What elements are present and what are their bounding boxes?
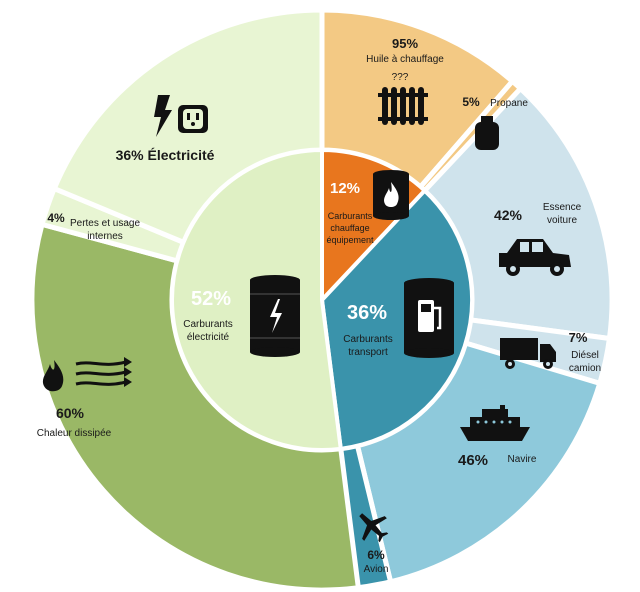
ship-name: Navire (508, 454, 537, 465)
truck-name-line1: Diésel (571, 350, 599, 361)
heat-name: Chaleur dissipée (37, 428, 112, 439)
inner-electric-percent: 52% (191, 288, 231, 310)
ship-icon (460, 405, 530, 441)
car-name-line1: Essence (543, 202, 582, 213)
inner-electric-name-line2: électricité (187, 332, 230, 343)
fuel-flame-barrel-icon (373, 170, 409, 220)
losses-name-line1: Pertes et usage (70, 218, 140, 229)
bolt-outlet-icon (154, 95, 208, 137)
car-icon (499, 239, 571, 276)
inner-transport-percent: 36% (347, 302, 387, 324)
fuel-pump-barrel-icon (404, 278, 454, 358)
truck-percent: 7% (569, 330, 588, 345)
question-marks: ??? (392, 72, 409, 83)
losses-name-line2: internes (87, 231, 123, 242)
truck-icon (500, 338, 556, 369)
car-percent: 42% (494, 207, 523, 223)
inner-electric-name-line1: Carburants (183, 319, 232, 330)
heat-percent: 60% (56, 405, 85, 421)
inner-slice-carburants-transport (319, 187, 474, 452)
inner-transport-name-line1: Carburants (343, 334, 392, 345)
heat-waves-icon (42, 357, 132, 392)
propane-name: Propane (490, 98, 528, 109)
lightning-barrel-icon (250, 275, 300, 357)
propane-percent: 5% (462, 95, 480, 109)
inner-transport-name-line2: transport (348, 347, 388, 358)
electricity-label: 36% Électricité (116, 147, 215, 163)
icons (42, 87, 571, 543)
inner-heating-percent: 12% (330, 180, 360, 197)
oil-percent: 95% (392, 36, 418, 51)
propane-tank-icon (475, 116, 499, 150)
radiator-icon (378, 87, 428, 125)
car-name-line2: voiture (547, 215, 577, 226)
inner-heating-name-line3: équipement (326, 235, 374, 245)
plane-name: Avion (364, 564, 389, 575)
inner-heating-name-line2: chauffage (330, 223, 369, 233)
truck-name-line2: camion (569, 363, 601, 374)
text-labels: 95% Huile à chauffage ??? 5% Propane 42%… (37, 36, 601, 575)
inner-heating-name-line1: Carburants (328, 211, 373, 221)
oil-name: Huile à chauffage (366, 54, 444, 65)
airplane-icon (359, 513, 389, 543)
plane-percent: 6% (367, 548, 385, 562)
ship-percent: 46% (458, 452, 488, 469)
losses-percent: 4% (47, 211, 65, 225)
